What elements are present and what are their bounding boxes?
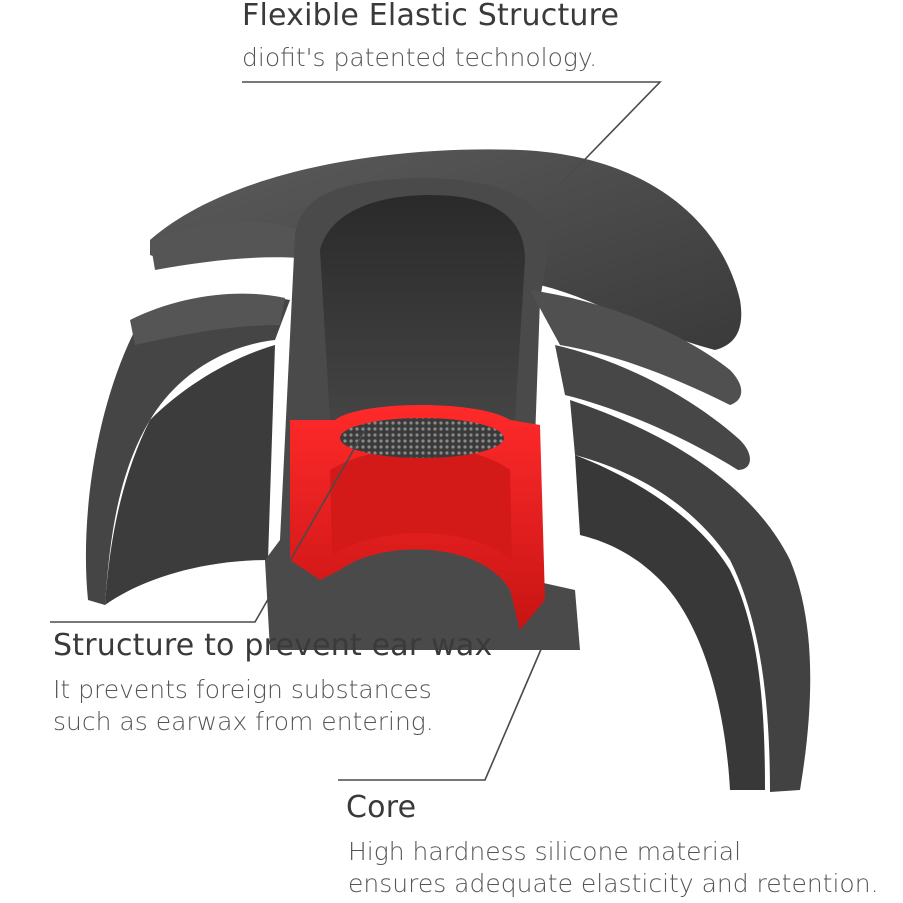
left-flange-lower (130, 293, 285, 345)
right-skirt-inner (575, 455, 765, 790)
left-skirt (85, 296, 290, 605)
core-title: Core (346, 790, 417, 825)
earwax-structure-desc-line-2: such as earwax from entering. (53, 707, 434, 736)
flexible-structure-desc: diofit's patented technology. (242, 43, 598, 72)
leader-line-flexible (242, 81, 662, 186)
mesh-filter (340, 418, 504, 458)
red-core-inner-shadow (330, 447, 512, 560)
stem-cavity (320, 195, 525, 420)
right-flange-upper (530, 290, 742, 405)
earwax-structure-title: Structure to prevent ear wax (53, 628, 493, 663)
left-flange-upper (150, 221, 300, 270)
leader-line-core (338, 639, 546, 781)
left-inner-wall (105, 345, 275, 605)
core-desc-line-1: High hardness silicone material (348, 837, 742, 866)
right-flange-lower (555, 345, 750, 470)
right-skirt (570, 400, 811, 792)
leader-line-earwax (50, 429, 366, 623)
earwax-structure-desc-line-1: It prevents foreign substances (53, 675, 432, 704)
flexible-structure-title: Flexible Elastic Structure (242, 0, 620, 33)
core-desc-line-2: ensures adequate elasticity and retentio… (348, 869, 879, 898)
